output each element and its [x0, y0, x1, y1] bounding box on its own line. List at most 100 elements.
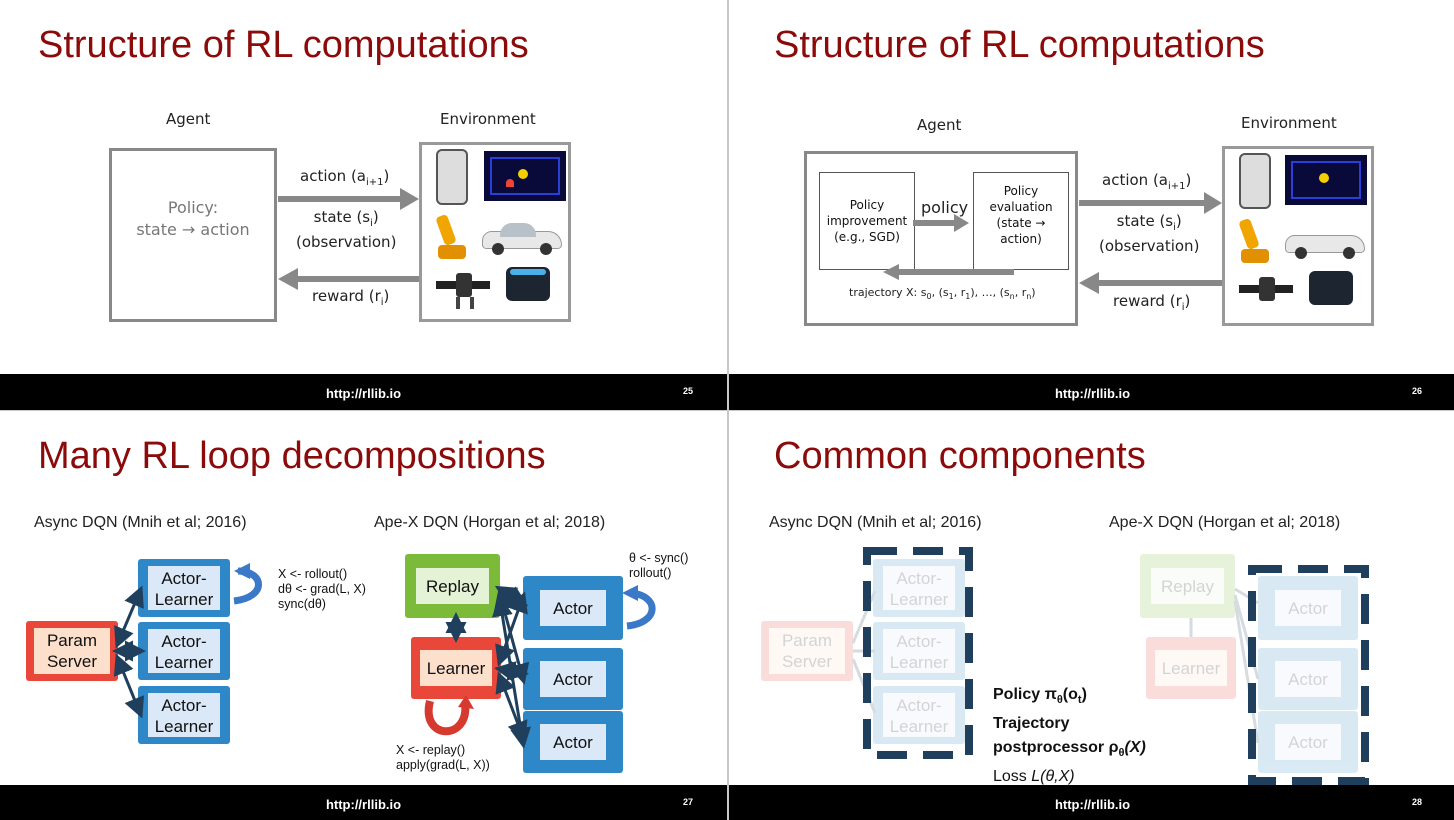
action-label: action (ai+1) — [1102, 171, 1192, 192]
actor-highlight — [1248, 565, 1369, 785]
smart-speaker-icon — [506, 267, 550, 301]
actor-learner-label: Actor-Learner — [883, 566, 955, 610]
environment-box — [419, 142, 571, 322]
replay-box: Replay — [405, 554, 500, 618]
components-list: Policy πθ(ot) Trajectory postprocessor ρ… — [993, 683, 1146, 789]
actor-learner-label: Actor-Learner — [148, 566, 220, 610]
page-number: 28 — [1411, 797, 1422, 807]
page-number: 25 — [682, 386, 693, 396]
smart-speaker-icon — [1309, 271, 1353, 305]
policy-arrow-label: policy — [921, 198, 969, 217]
arrows — [883, 192, 1222, 294]
environment-label: Environment — [1241, 114, 1337, 132]
environment-label: Environment — [440, 110, 536, 128]
actor-label: Actor — [540, 724, 606, 760]
highlight-frames — [863, 547, 1369, 785]
connection-arrows — [112, 563, 656, 749]
async-dqn-caption: Async DQN (Mnih et al; 2016) — [769, 514, 982, 531]
actor-learner-label: Actor-Learner — [148, 693, 220, 737]
actor-label: Actor — [1275, 724, 1341, 760]
agent-box: Policy improvement (e.g., SGD) Policy ev… — [804, 151, 1078, 326]
agent-label: Agent — [166, 110, 211, 128]
actor-label: Actor — [540, 590, 606, 626]
actor-learner-box: Actor-Learner — [873, 686, 965, 744]
policy-improvement-box: Policy improvement (e.g., SGD) — [819, 172, 915, 270]
reward-label: reward (ri) — [312, 287, 390, 308]
action-label: action (ai+1) — [300, 167, 390, 188]
slide-28: Common components Async DQN (Mnih et al;… — [729, 411, 1454, 820]
reward-label: reward (ri) — [1113, 292, 1191, 313]
param-server-label: Param Server — [34, 628, 110, 674]
action-arrow — [278, 188, 419, 210]
actor-box: Actor — [523, 648, 623, 710]
actor-box: Actor — [523, 711, 623, 773]
slide-27: Many RL loop decompositions Async DQN (M… — [0, 411, 727, 820]
slide-footer: http://rllib.io 28 — [729, 785, 1454, 820]
actor-box: Actor — [523, 576, 623, 640]
param-server-label: Param Server — [769, 628, 845, 674]
footer-url: http://rllib.io — [1054, 797, 1131, 812]
actor-learner-box: Actor-Learner — [138, 686, 230, 744]
apex-dqn-caption: Ape-X DQN (Horgan et al; 2018) — [1109, 514, 1341, 531]
actor-learner-box: Actor-Learner — [138, 622, 230, 680]
reward-arrow — [278, 268, 419, 290]
actor-box: Actor — [1258, 648, 1358, 710]
policy-item: Policy πθ(ot) — [993, 686, 1087, 707]
actor-learner-label: Actor-Learner — [883, 693, 955, 737]
trajectory-label: trajectory X: s0, (s1, r1), …, (sn, rn) — [849, 286, 1036, 302]
learner-label: Learner — [420, 650, 492, 686]
slide-footer: http://rllib.io 25 — [0, 374, 727, 410]
replay-label: Replay — [1151, 568, 1224, 604]
replay-label: Replay — [416, 568, 489, 604]
actor-box: Actor — [1258, 711, 1358, 773]
policy-arrow — [913, 214, 969, 232]
car-icon — [482, 217, 562, 255]
agent-box: Policy: state → action — [109, 148, 277, 322]
actor-label: Actor — [1275, 661, 1341, 697]
actor-pseudocode: θ <- sync() rollout() — [629, 551, 689, 580]
actor-learner-label: Actor-Learner — [148, 629, 220, 673]
learner-label: Learner — [1155, 650, 1227, 686]
actor-learner-box: Actor-Learner — [873, 559, 965, 617]
actor-learner-box: Actor-Learner — [138, 559, 230, 617]
footer-url: http://rllib.io — [325, 797, 402, 812]
async-dqn-caption: Async DQN (Mnih et al; 2016) — [34, 514, 247, 531]
agent-label: Agent — [917, 116, 962, 134]
policy-line2: state → action — [136, 220, 250, 239]
arrows — [278, 188, 419, 290]
reward-arrow — [1079, 272, 1222, 294]
page-number: 26 — [1411, 386, 1422, 396]
slide-title: Structure of RL computations — [38, 24, 529, 66]
state-label: state (si) (observation) — [1099, 212, 1200, 255]
slide-25: Structure of RL computations Agent Envir… — [0, 0, 727, 410]
actor-learner-box: Actor-Learner — [873, 622, 965, 680]
learner-box: Learner — [411, 637, 501, 699]
pacman-icon — [484, 151, 566, 201]
car-icon — [1285, 221, 1365, 259]
phone-icon — [436, 149, 468, 205]
footer-url: http://rllib.io — [325, 386, 402, 401]
apex-dqn-caption: Ape-X DQN (Horgan et al; 2018) — [374, 514, 606, 531]
phone-icon — [1239, 153, 1271, 209]
param-server-box: Param Server — [761, 621, 853, 681]
param-server-box: Param Server — [26, 621, 118, 681]
slide-26: Structure of RL computations Agent Envir… — [729, 0, 1454, 410]
page-number: 27 — [682, 797, 693, 807]
robot-arm-icon — [1235, 215, 1275, 265]
actor-box: Actor — [1258, 576, 1358, 640]
actor-learner-pseudocode: X <- rollout() dθ <- grad(L, X) sync(dθ) — [278, 567, 366, 611]
learner-loop-arrow — [424, 700, 470, 736]
slide-footer: http://rllib.io 26 — [729, 374, 1454, 410]
faded-diagram: Param Server Actor-Learner Actor-Learner… — [729, 411, 1454, 820]
action-arrow — [1079, 192, 1222, 214]
slide-footer: http://rllib.io 27 — [0, 785, 727, 820]
state-label: state (si) (observation) — [296, 208, 397, 251]
slide-title: Structure of RL computations — [774, 24, 1265, 66]
learner-box: Learner — [1146, 637, 1236, 699]
actor-learner-label: Actor-Learner — [883, 629, 955, 673]
policy-evaluation-box: Policy evaluation (state → action) — [973, 172, 1069, 270]
loss-item: Loss L(θ,X) — [993, 768, 1075, 786]
learner-pseudocode: X <- replay() apply(grad(L, X)) — [396, 743, 490, 772]
actor-label: Actor — [1275, 590, 1341, 626]
actor-label: Actor — [540, 661, 606, 697]
